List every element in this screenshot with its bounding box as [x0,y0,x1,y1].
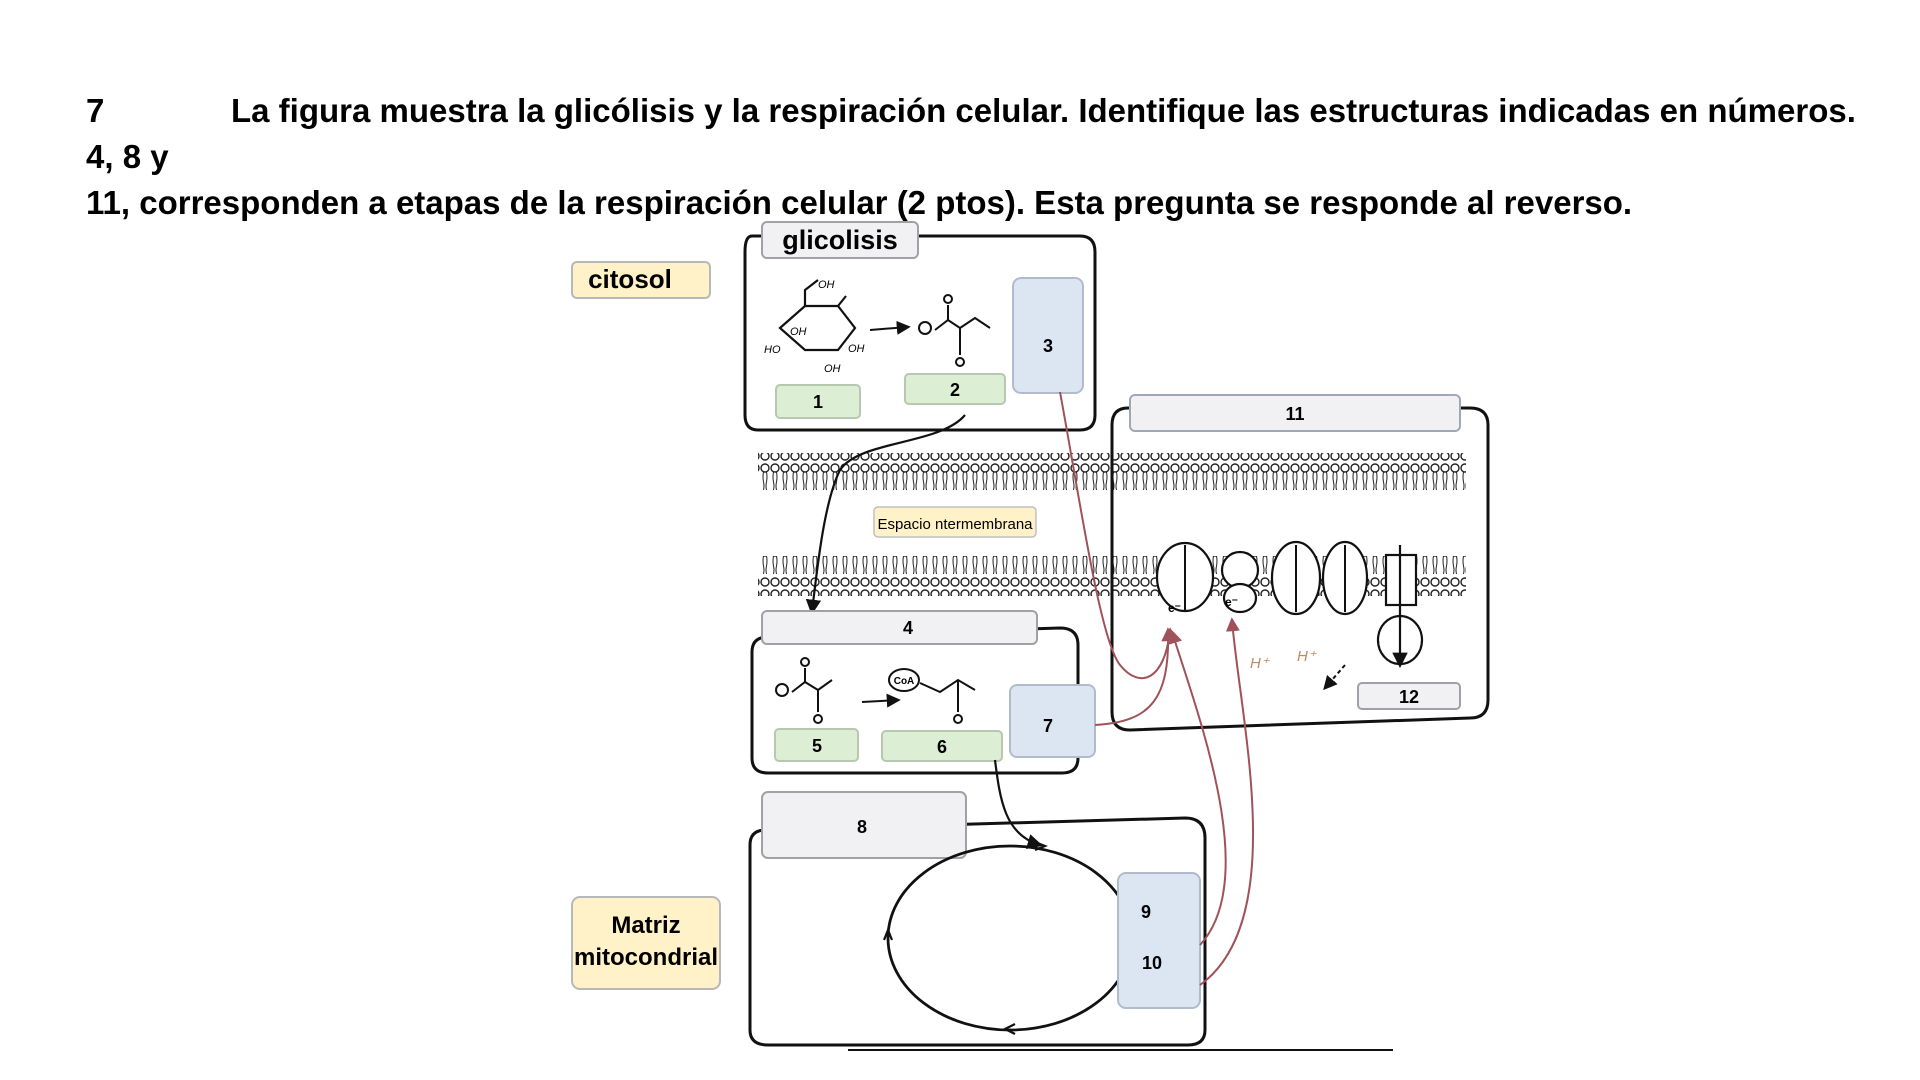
glucose-oh-bottom: OH [824,363,841,375]
krebs-arrowhead-1 [1034,840,1048,852]
krebs-box [748,816,1207,1047]
h-plus-label-2: H⁺ [1297,648,1317,665]
box-8 [761,791,967,859]
box-11 [1129,394,1461,432]
question-text-line2: 11, corresponden a etapas de la respirac… [86,184,1633,221]
espacio-label-box [873,506,1037,538]
glicolisis-title-box [761,221,919,259]
question-text-line1: La figura muestra la glicólisis y la res… [86,92,1856,175]
label-8: 8 [857,817,867,837]
glycolysis-box [743,234,1097,432]
label-5: 5 [812,736,822,756]
box-1 [775,384,861,419]
pyruvate-molecule [918,294,991,367]
electron-label-1: e⁻ [1168,601,1181,615]
fadh2-arrow-from-10 [1199,617,1254,986]
glucose-oh-top: OH [818,279,835,291]
question-number: 7 [86,92,105,129]
label-6: 6 [937,737,947,757]
nadh-arrow-from-9 [1168,629,1227,946]
etc-box [1110,406,1490,732]
espacio-label: Espacio ntermembrana [877,516,1033,533]
label-2: 2 [950,380,960,400]
box-9-10 [1117,872,1201,1009]
proton-flow-arrow [1323,664,1346,691]
krebs-arrowhead-3 [1002,1023,1016,1035]
box-2 [904,373,1006,405]
matriz-label-2: mitocondrial [574,944,718,971]
label-10: 10 [1142,953,1162,973]
nadh-arrow-from-7 [1094,627,1176,726]
nadh-arrow-from-3 [1059,391,1176,680]
pyruvate-molecule-2 [775,657,833,724]
box-7 [1009,684,1096,758]
matriz-label-box [571,896,721,990]
glycolysis-arrow [869,320,911,335]
label-11: 11 [1285,404,1304,424]
label-4: 4 [903,618,913,638]
box-3 [1012,277,1084,394]
electron-label-2: e⁻ [1225,595,1238,609]
matriz-label-1: Matriz [611,912,680,939]
acetyl-to-krebs-arrow [993,759,1043,850]
label-7: 7 [1043,716,1053,736]
citosol-label: citosol [588,264,672,294]
box-5 [774,728,859,762]
box-6 [881,730,1003,762]
krebs-arrowhead-4 [882,927,894,941]
box-12 [1357,682,1461,710]
label-9: 9 [1141,902,1151,922]
box-4 [761,610,1038,645]
glucose-oh-left: OH [790,326,807,338]
pyruvate-oxidation-box [750,626,1080,775]
oxidation-arrow [861,693,901,708]
label-1: 1 [813,392,823,412]
pyruvate-transport-arrow [805,414,966,616]
coa-label: CoA [894,676,915,687]
krebs-cycle [886,844,1134,1032]
glicolisis-title: glicolisis [782,225,898,255]
label-12: 12 [1399,687,1419,707]
acetyl-coa-molecule [888,668,976,724]
label-3: 3 [1043,336,1053,356]
glucose-ho: HO [764,344,781,356]
glucose-molecule [778,279,857,352]
h-plus-label-1: H⁺ [1250,655,1270,672]
glucose-oh-right: OH [848,343,865,355]
citosol-label-box [571,261,711,299]
